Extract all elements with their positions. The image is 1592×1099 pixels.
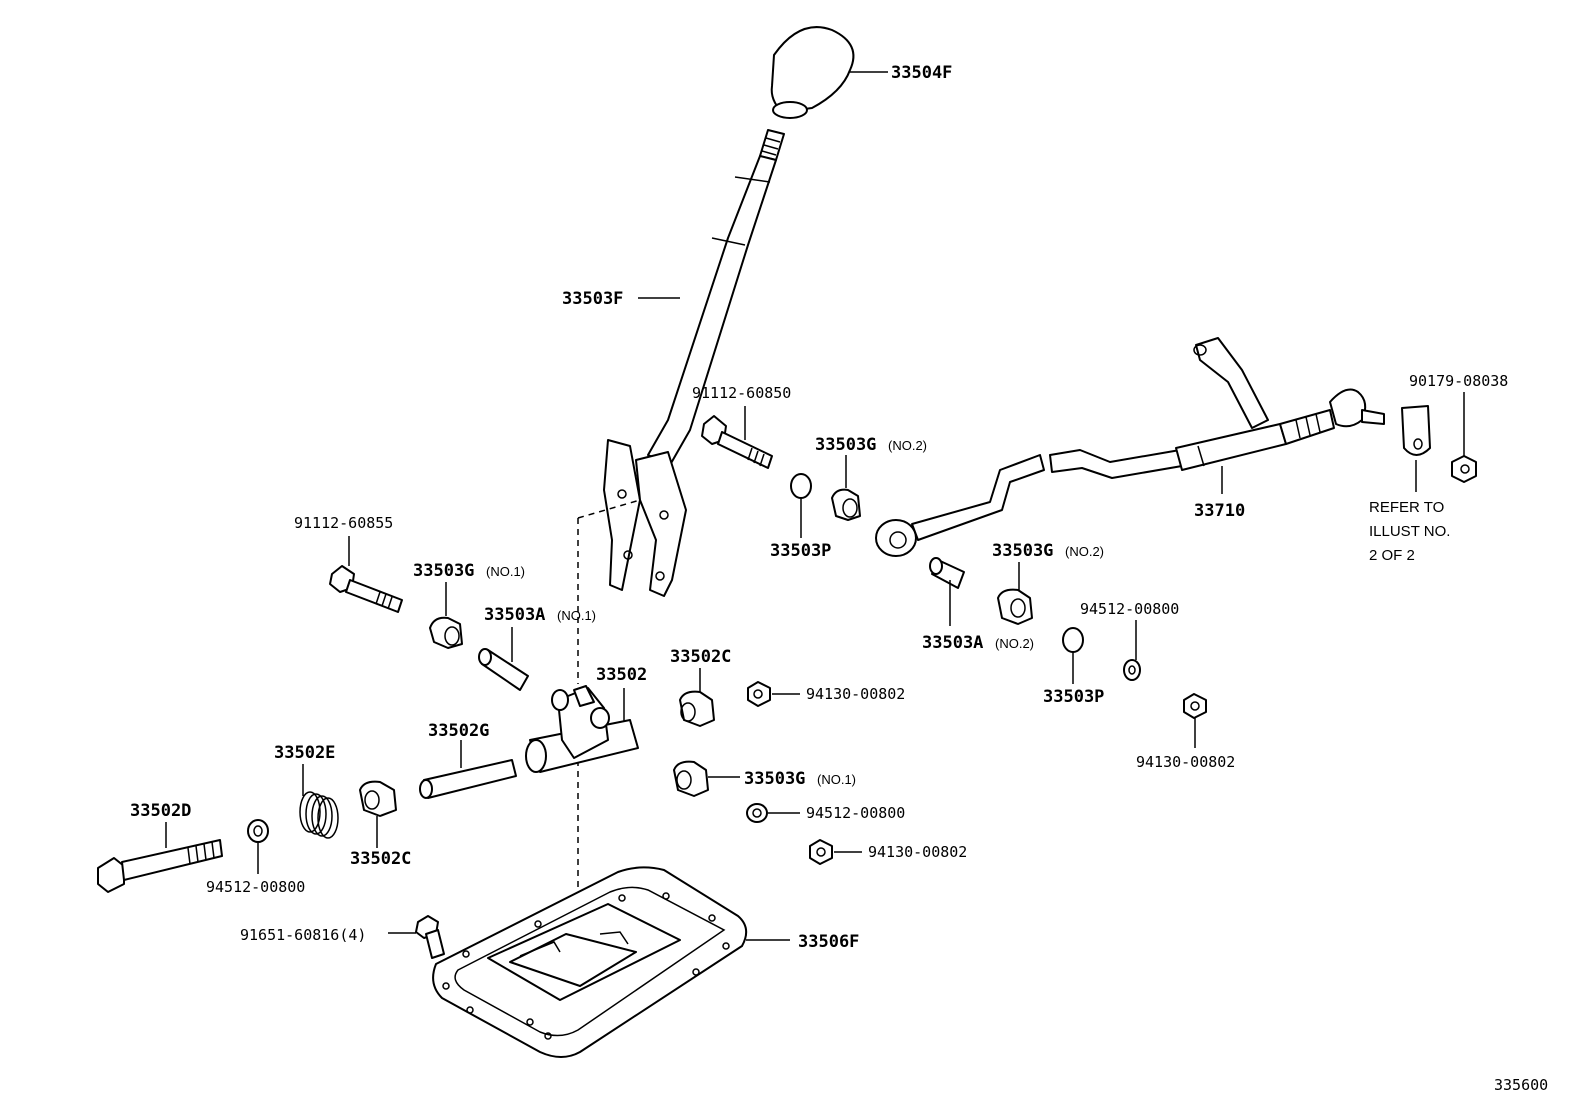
label-91112-60850: 91112-60850 — [692, 384, 791, 402]
pin-33503A-no1 — [478, 648, 529, 691]
label-33710: 33710 — [1194, 501, 1245, 521]
label-94130-00802-c: 94130-00802 — [1136, 753, 1235, 771]
nut-94130-00802-a — [747, 681, 771, 707]
o-ring-33503P-bottom — [1062, 627, 1084, 653]
label-94512-00800-a: 94512-00800 — [806, 804, 905, 822]
label-94512-00800-c: 94512-00800 — [1080, 600, 1179, 618]
nut-90179-08038 — [1451, 455, 1477, 483]
label-no1-left: (NO.1) — [486, 564, 525, 579]
label-94512-00800-b: 94512-00800 — [206, 878, 305, 896]
label-33503P-bottom: 33503P — [1043, 687, 1104, 707]
label-refer-line2: ILLUST NO. — [1369, 523, 1450, 540]
shift-knob — [770, 26, 855, 119]
label-33502E: 33502E — [274, 743, 335, 763]
bushing-33502C-bottom — [359, 780, 397, 817]
washer-94512-00800-a — [746, 803, 768, 823]
bushing-33503G-no1-left — [429, 616, 463, 649]
label-33504F: 33504F — [891, 63, 952, 83]
washer-94512-00800-b — [247, 819, 269, 843]
label-no2-pin: (NO.2) — [995, 636, 1034, 651]
nut-94130-00802-b — [809, 839, 833, 865]
label-33502C-top: 33502C — [670, 647, 731, 667]
shift-lever — [603, 129, 785, 597]
label-33503G-no1-left: 33503G — [413, 561, 474, 581]
label-33502G: 33502G — [428, 721, 489, 741]
label-no2-right: (NO.2) — [1065, 544, 1104, 559]
bolt-91112-60850 — [701, 415, 773, 469]
label-33503P-top: 33503P — [770, 541, 831, 561]
label-33503G-no1-right: 33503G — [744, 769, 805, 789]
label-33503F: 33503F — [562, 289, 623, 309]
label-33503G-no2-right: 33503G — [992, 541, 1053, 561]
bolt-91651-60816 — [415, 915, 445, 959]
label-33506F: 33506F — [798, 932, 859, 952]
label-refer-line3: 2 OF 2 — [1369, 547, 1415, 564]
label-refer-line1: REFER TO — [1369, 499, 1444, 516]
label-no2-top: (NO.2) — [888, 438, 927, 453]
spring-33502E — [299, 791, 339, 839]
label-94130-00802-a: 94130-00802 — [806, 685, 905, 703]
label-no1-right: (NO.1) — [817, 772, 856, 787]
label-no1-pin: (NO.1) — [557, 608, 596, 623]
label-91112-60855: 91112-60855 — [294, 514, 393, 532]
nut-94130-00802-c — [1183, 693, 1207, 719]
label-33502C-bottom: 33502C — [350, 849, 411, 869]
shift-rod-33710 — [875, 337, 1385, 557]
figure-number: 335600 — [1494, 1076, 1548, 1094]
label-94130-00802-b: 94130-00802 — [868, 843, 967, 861]
o-ring-33503P-top — [790, 473, 812, 499]
bushing-33503G-no1-right — [673, 760, 709, 797]
washer-94512-00800-c — [1123, 659, 1141, 681]
label-91651-60816: 91651-60816(4) — [240, 926, 366, 944]
label-33503G-no2-top: 33503G — [815, 435, 876, 455]
pin-33503A-no2 — [929, 557, 965, 589]
label-33503A-no2: 33503A — [922, 633, 983, 653]
bolt-91112-60855 — [329, 565, 403, 613]
refer-illust-part — [1401, 405, 1431, 456]
bushing-33503G-no2-top — [831, 488, 861, 521]
base-plate-33506F — [432, 866, 748, 1058]
label-33503A-no1: 33503A — [484, 605, 545, 625]
label-90179-08038: 90179-08038 — [1409, 372, 1508, 390]
bushing-33503G-no2-right — [997, 588, 1033, 625]
label-33502: 33502 — [596, 665, 647, 685]
bushing-33502C-top — [679, 690, 715, 727]
label-33502D: 33502D — [130, 801, 191, 821]
bolt-33502D — [97, 839, 223, 893]
shaft-33502G — [419, 759, 517, 799]
housing-33502 — [525, 685, 639, 773]
